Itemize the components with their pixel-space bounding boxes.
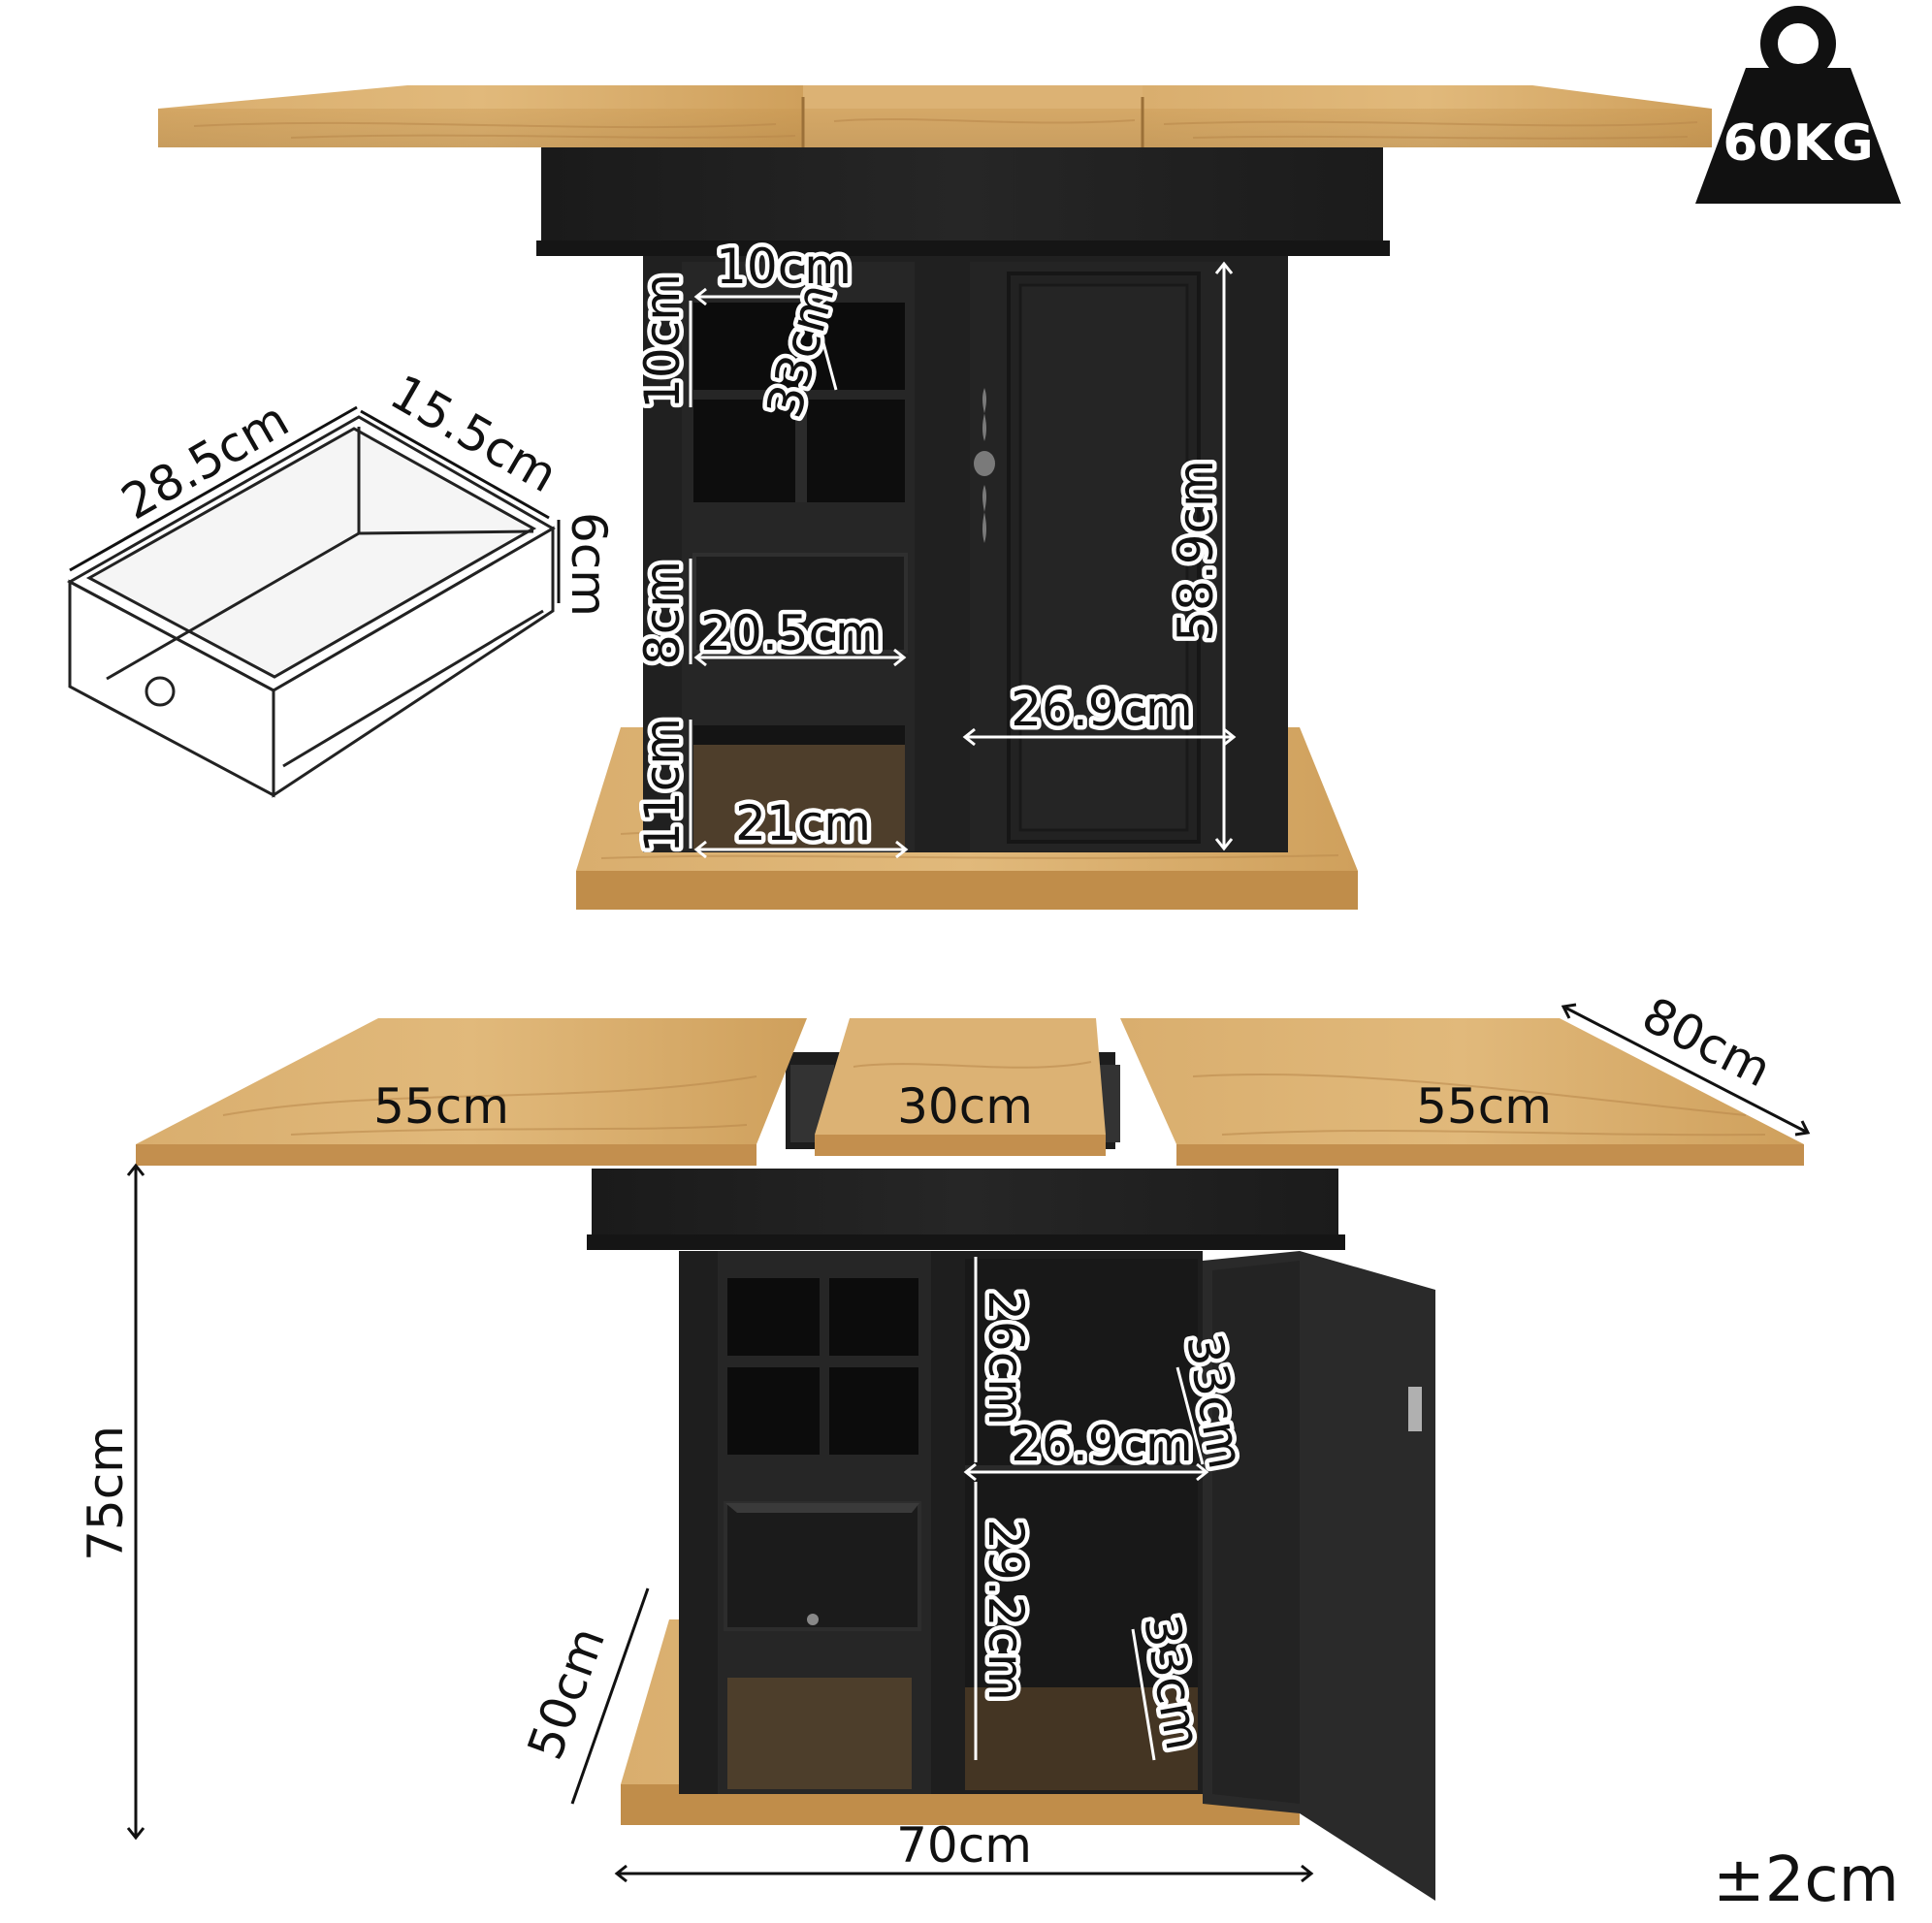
closed-view-dimensions: 10cm 10cm 33cm 8cm 20.5cm 11cm 21cm 58.9… bbox=[630, 235, 1237, 859]
left-leaf-label: 55cm bbox=[373, 1078, 509, 1135]
total-height-label: 75cm bbox=[78, 1426, 134, 1561]
upper-compartment-height-label: 26cm bbox=[978, 1290, 1034, 1426]
base-depth-label: 50cm bbox=[517, 1620, 616, 1767]
cabinet-width-label: 26.9cm bbox=[1011, 681, 1193, 737]
drawer-detail bbox=[66, 415, 556, 798]
table-extended-view bbox=[136, 1018, 1804, 1901]
table-apron bbox=[541, 147, 1383, 240]
tolerance-label: ±2cm bbox=[1713, 1844, 1899, 1916]
bottom-shelf-height-label: 11cm bbox=[634, 718, 691, 853]
drawer-width-label: 20.5cm bbox=[700, 605, 883, 661]
weight-icon bbox=[1695, 68, 1901, 204]
extended-left-leaf bbox=[136, 1018, 807, 1164]
door-ornament-icon bbox=[974, 388, 995, 543]
table-closed-view bbox=[158, 85, 1712, 910]
base-width-label: 70cm bbox=[896, 1817, 1032, 1874]
cabinet-height-label: 58.9cm bbox=[1168, 460, 1224, 642]
lower-compartment-height-label: 29.2cm bbox=[978, 1519, 1034, 1701]
cubby-height-label: 10cm bbox=[634, 273, 691, 409]
right-leaf-label: 55cm bbox=[1416, 1078, 1552, 1135]
extended-center-leaf bbox=[815, 1018, 1106, 1156]
extended-right-leaf bbox=[1120, 1018, 1804, 1164]
bottom-shelf-width-label: 21cm bbox=[735, 795, 871, 851]
drawer-knob-icon bbox=[145, 676, 176, 707]
weight-label: 60KG bbox=[1723, 114, 1873, 173]
drawer-height-label: 8cm bbox=[634, 561, 691, 665]
weight-badge: 60KG bbox=[1695, 6, 1901, 204]
center-leaf-label: 30cm bbox=[897, 1078, 1033, 1135]
shelf-width-label: 26.9cm bbox=[1011, 1416, 1193, 1472]
drawer-depth-label: 6cm bbox=[561, 512, 617, 617]
cubby-width-label: 10cm bbox=[716, 239, 852, 295]
extended-view-dimensions: 75cm 55cm 30cm 55cm 80cm 50cm 70cm 26cm … bbox=[78, 986, 1811, 1883]
drawer-front bbox=[692, 553, 908, 654]
